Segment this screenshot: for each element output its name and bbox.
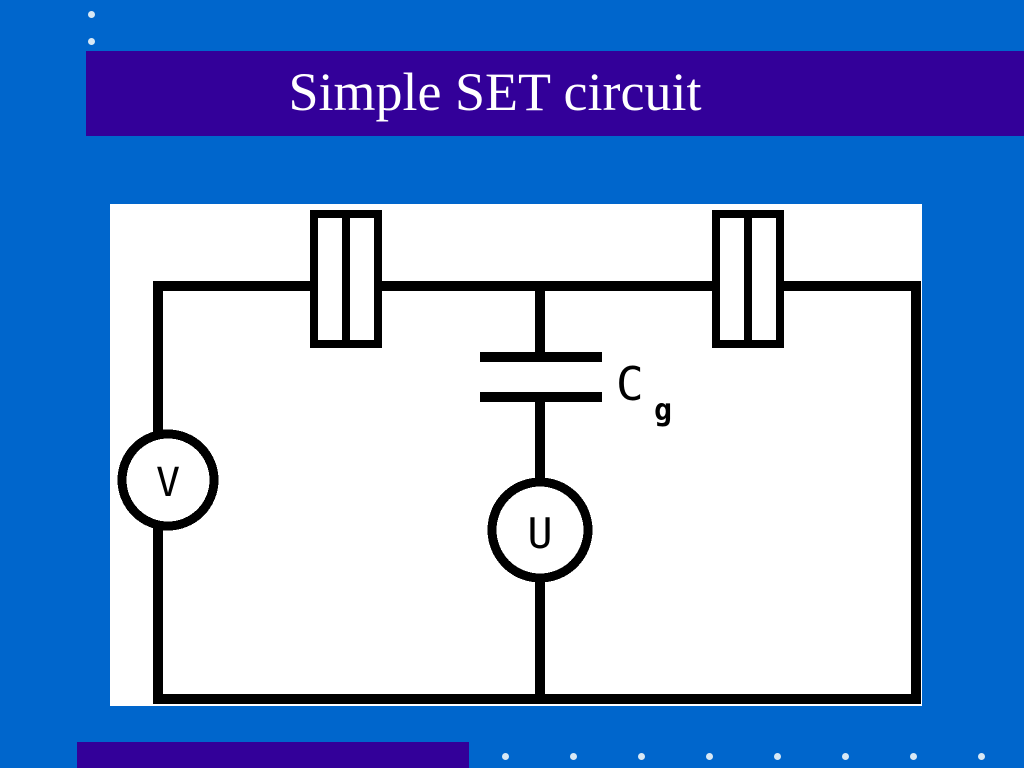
set-circuit-diagram: C g V U (117, 210, 921, 704)
decorative-dot (88, 11, 95, 18)
gate-source-u (487, 477, 593, 583)
decorative-dot (774, 753, 781, 760)
bottom-band (77, 742, 469, 768)
gate-capacitor (480, 352, 602, 402)
title-band: Simple SET circuit (86, 51, 1024, 136)
gate-capacitor-label: C (616, 357, 644, 411)
gate-source-label: U (527, 509, 552, 558)
decorative-dot (570, 753, 577, 760)
gate-capacitor-subscript: g (654, 393, 672, 428)
voltage-source-v (117, 429, 219, 531)
decorative-dot (910, 753, 917, 760)
voltage-source-label: V (156, 460, 180, 506)
decorative-dot (502, 753, 509, 760)
bottom-dots-decoration (502, 753, 1002, 765)
decorative-dot (88, 38, 95, 45)
decorative-dot (978, 753, 985, 760)
slide-title-container: Simple SET circuit (86, 51, 1024, 136)
left-tunnel-junction (310, 210, 382, 348)
decorative-dot (842, 753, 849, 760)
circuit-diagram-panel: C g V U (110, 204, 922, 706)
slide-title: Simple SET circuit (288, 61, 702, 122)
decorative-dot (638, 753, 645, 760)
right-tunnel-junction (712, 210, 784, 348)
decorative-dot (706, 753, 713, 760)
